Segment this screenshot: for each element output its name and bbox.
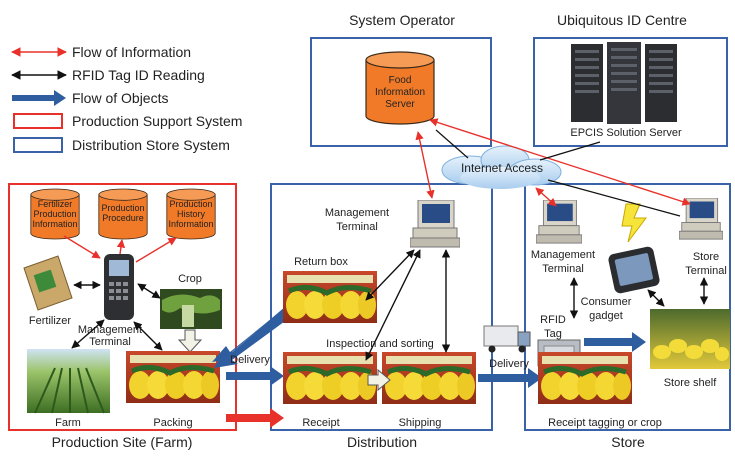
mgmt-terminal-store-label-1: Management — [531, 249, 595, 261]
return-box-label: Return box — [294, 256, 348, 268]
fertilizer-label: Fertilizer — [29, 315, 72, 327]
receipt-label: Receipt — [302, 417, 339, 429]
production-rfid-arrows — [71, 280, 163, 351]
production-site-title: Production Site (Farm) — [52, 434, 193, 450]
legend-production-label: Production Support System — [72, 113, 242, 129]
return-box-photo — [283, 271, 377, 323]
lightning-icon — [621, 203, 647, 243]
rfid-tag-label-2: Tag — [544, 328, 562, 340]
internet-access-label: Internet Access — [461, 161, 543, 175]
receipt-box-photo — [283, 352, 377, 404]
db2-label-1: Production — [101, 203, 144, 213]
system-operator-box — [310, 37, 492, 147]
production-info-arrows — [63, 235, 177, 263]
db1-label-3: Information — [32, 219, 77, 229]
epcis-server-label: EPCIS Solution Server — [570, 127, 682, 139]
legend-info-label: Flow of Information — [72, 44, 191, 60]
legend-production-swatch — [13, 113, 63, 129]
rfid-tag-label-1: RFID — [540, 314, 566, 326]
legend-distribution-swatch — [13, 137, 63, 153]
system-operator-title: System Operator — [349, 12, 455, 28]
food-server-label-3: Server — [385, 99, 415, 110]
shipping-to-store-arrow — [478, 368, 542, 388]
mgmt-terminal-dist-label-1: Management — [325, 207, 389, 219]
store-title: Store — [611, 434, 645, 450]
info-flow-arrows — [415, 118, 691, 207]
legend-rfid-label: RFID Tag ID Reading — [72, 67, 205, 83]
tag-to-shelf-arrow — [584, 332, 646, 352]
consumer-gadget-label-2: gadget — [589, 310, 623, 322]
db3-label-2: History — [177, 209, 206, 219]
farm-photo — [27, 349, 110, 414]
farm-label: Farm — [55, 417, 81, 429]
epcis-server-rack-icon — [571, 42, 677, 124]
crop-to-packing-arrow — [177, 329, 203, 353]
distribution-box — [270, 183, 493, 431]
receipt-to-shipping-arrow — [367, 368, 391, 392]
legend-distribution-label: Distribution Store System — [72, 137, 230, 153]
db2-label-2: Procedure — [102, 213, 144, 223]
consumer-gadget-label-1: Consumer — [581, 296, 632, 308]
db1-label-1: Fertilizer — [38, 199, 73, 209]
mgmt-terminal-dist-label-2: Terminal — [336, 221, 378, 233]
dist-terminal-icon — [410, 200, 460, 248]
packing-to-receipt-arrow — [226, 366, 284, 386]
packing-box-photo — [126, 351, 220, 403]
packing-to-receipt-info-arrow — [226, 408, 284, 428]
store-rfid-arrows — [569, 277, 709, 319]
receipt-tagging-box-photo — [538, 352, 632, 404]
packing-label: Packing — [153, 417, 192, 429]
db3-label-1: Production — [169, 199, 212, 209]
store-shelf-label: Store shelf — [664, 377, 718, 389]
food-server-label-2: Information — [375, 87, 425, 98]
return-flow-arrow — [214, 306, 292, 368]
return-box-to-packing-arrow — [212, 302, 292, 362]
crop-photo — [160, 289, 222, 329]
internet-links — [435, 129, 681, 217]
store-terminal-label-1: Store — [693, 251, 719, 263]
distribution-title: Distribution — [347, 434, 417, 450]
store-terminal-label-2: Terminal — [685, 265, 727, 277]
food-server-label-1: Food — [389, 75, 412, 86]
delivery-truck-icon — [483, 325, 531, 353]
store-shelf-photo — [650, 309, 730, 369]
consumer-gadget-icon — [608, 246, 660, 294]
db3-label-3: Information — [168, 219, 213, 229]
handheld-terminal-icon — [104, 254, 134, 320]
crop-label: Crop — [178, 273, 202, 285]
ubiquitous-id-title: Ubiquitous ID Centre — [557, 12, 687, 28]
distribution-rfid-arrows — [365, 249, 451, 361]
production-site-box — [8, 183, 237, 431]
food-information-server-icon — [365, 51, 435, 125]
delivery-store-label: Delivery — [489, 358, 529, 370]
legend: Flow of Information RFID Tag ID Reading … — [11, 44, 242, 153]
db1-label-2: Production — [33, 209, 76, 219]
shipping-label: Shipping — [399, 417, 442, 429]
shipping-box-photo — [382, 352, 476, 404]
store-mgmt-terminal-icon — [536, 200, 582, 244]
mgmt-terminal-prod-label-2: Terminal — [89, 336, 131, 348]
legend-objects-arrow — [12, 90, 66, 106]
receipt-tagging-label: Receipt tagging or crop — [548, 417, 662, 429]
store-terminal-icon — [679, 198, 723, 240]
inspection-label: Inspection and sorting — [326, 338, 434, 350]
mgmt-terminal-store-label-2: Terminal — [542, 263, 584, 275]
fertilizer-bag-icon — [23, 255, 73, 311]
delivery-prod-label: Delivery — [230, 354, 270, 366]
legend-objects-label: Flow of Objects — [72, 90, 168, 106]
